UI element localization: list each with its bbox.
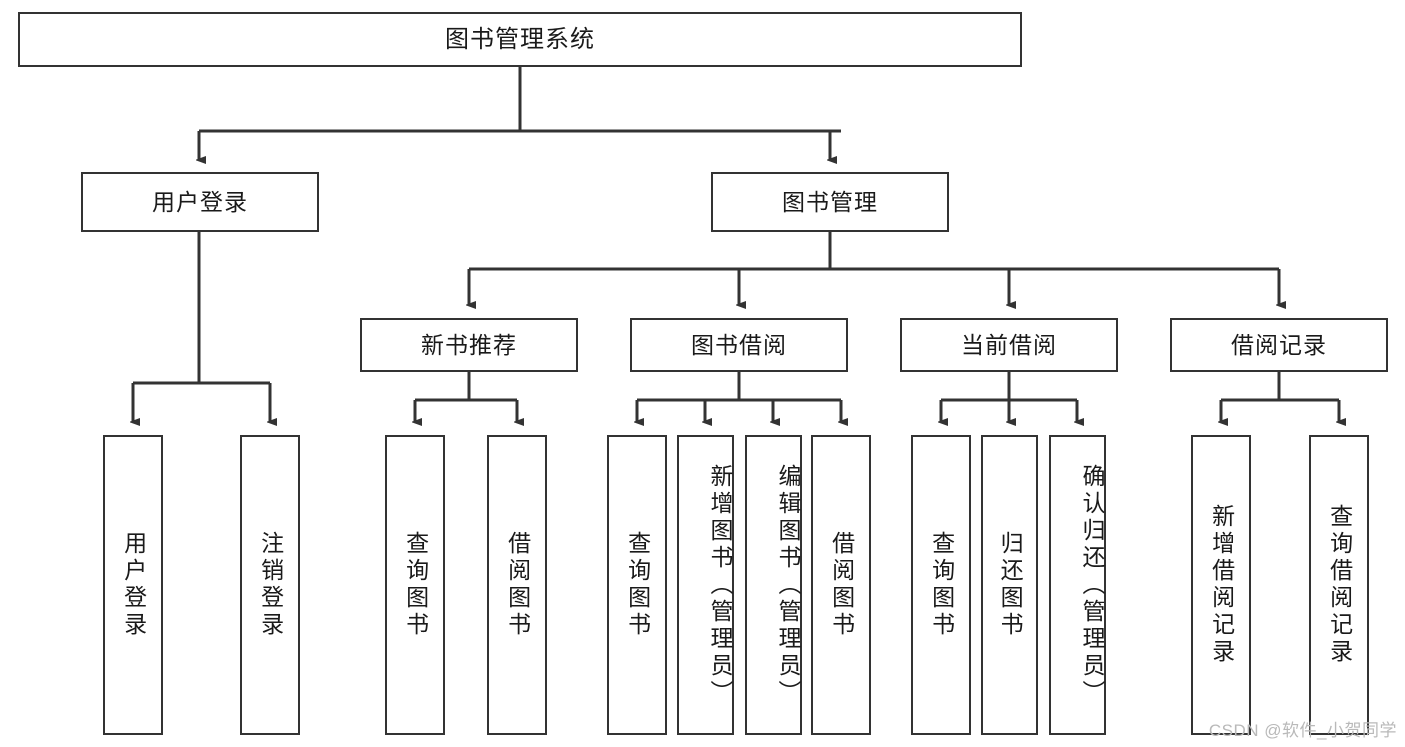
node-root-system[interactable]: 图书管理系统 bbox=[18, 12, 1022, 67]
leaf-nb-query-book[interactable]: 查询图书 bbox=[385, 435, 445, 735]
leaf-cb-query-book[interactable]: 查询图书 bbox=[911, 435, 971, 735]
node-user-login[interactable]: 用户登录 bbox=[81, 172, 319, 232]
leaf-user-login[interactable]: 用户登录 bbox=[103, 435, 163, 735]
node-borrow-record[interactable]: 借阅记录 bbox=[1170, 318, 1388, 372]
leaf-cb-confirm-return-admin[interactable]: 确认归还（管理员） bbox=[1049, 435, 1106, 735]
leaf-logout[interactable]: 注销登录 bbox=[240, 435, 300, 735]
leaf-bb-query-book[interactable]: 查询图书 bbox=[607, 435, 667, 735]
leaf-br-query-record[interactable]: 查询借阅记录 bbox=[1309, 435, 1369, 735]
leaf-bb-edit-book-admin[interactable]: 编辑图书（管理员） bbox=[745, 435, 802, 735]
leaf-bb-add-book-admin[interactable]: 新增图书（管理员） bbox=[677, 435, 734, 735]
node-current-borrow[interactable]: 当前借阅 bbox=[900, 318, 1118, 372]
leaf-br-add-record[interactable]: 新增借阅记录 bbox=[1191, 435, 1251, 735]
leaf-bb-borrow-book[interactable]: 借阅图书 bbox=[811, 435, 871, 735]
leaf-nb-borrow-book[interactable]: 借阅图书 bbox=[487, 435, 547, 735]
node-book-management[interactable]: 图书管理 bbox=[711, 172, 949, 232]
leaf-cb-return-book[interactable]: 归还图书 bbox=[981, 435, 1038, 735]
node-new-book-recommend[interactable]: 新书推荐 bbox=[360, 318, 578, 372]
node-book-borrow[interactable]: 图书借阅 bbox=[630, 318, 848, 372]
